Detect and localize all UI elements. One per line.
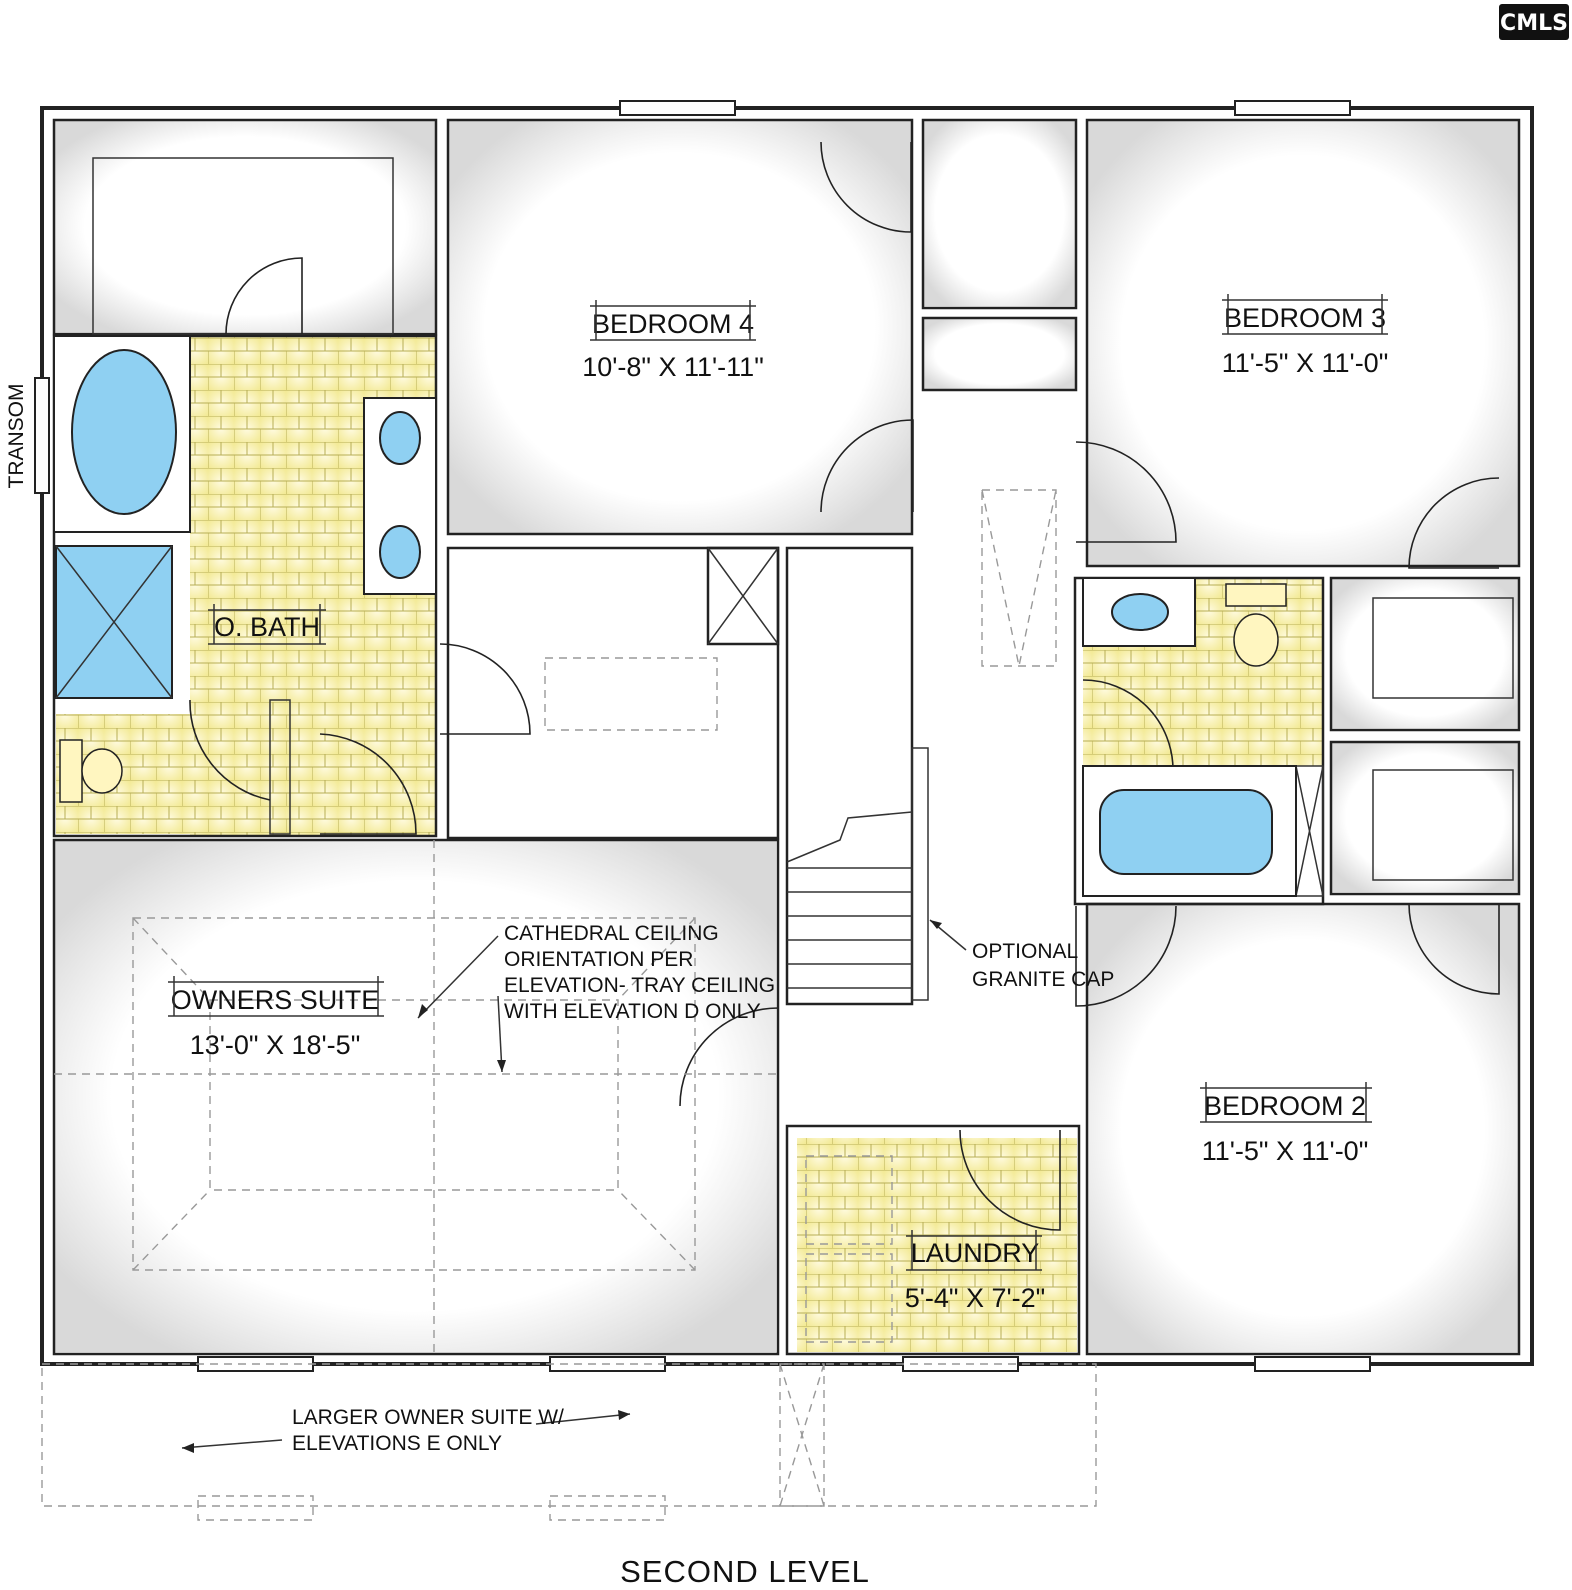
cathedral-note-4: WITH ELEVATION D ONLY [504,1000,761,1023]
level-title: SECOND LEVEL [620,1554,870,1589]
toilet-owner [81,748,123,794]
notes: TRANSOM CATHEDRAL CEILING ORIENTATION PE… [5,384,1114,1456]
laundry-name: LAUNDRY [911,1238,1040,1268]
leader-lines [181,919,967,1453]
granite-note-1: OPTIONAL [972,940,1078,963]
dashed-overlays [41,489,1097,1521]
logo-badge: CMLS [1499,4,1569,40]
logo-mark: CMLS [1500,11,1568,36]
room-labels: BEDROOM 4 10'-8" X 11'-11" BEDROOM 3 11'… [171,303,1389,1313]
laundry-dims: 5'-4" X 7'-2" [905,1283,1046,1313]
sink-hall [1111,593,1169,631]
door-swings [189,141,1500,1231]
toilet-hall [1233,613,1279,667]
label-brackets [168,294,1388,1271]
larger-suite-note-2: ELEVATIONS E ONLY [292,1432,502,1455]
transom-note: TRANSOM [5,384,28,489]
cathedral-note-2: ORIENTATION PER [504,948,693,971]
bedroom3-name: BEDROOM 3 [1224,303,1386,333]
sink-lower [379,525,421,579]
owners-suite-dims: 13'-0" X 18'-5" [190,1030,361,1060]
tub-oval [71,349,177,515]
cathedral-note-1: CATHEDRAL CEILING [504,922,719,945]
bedroom4-dims: 10'-8" X 11'-11" [582,352,764,382]
owner-bath-name: O. BATH [214,612,320,642]
tub-hall [1099,789,1273,875]
owners-suite-name: OWNERS SUITE [171,985,380,1015]
windows [34,100,1371,1372]
granite-note-2: GRANITE CAP [972,968,1114,991]
bedroom2-name: BEDROOM 2 [1204,1091,1366,1121]
sink-upper [379,411,421,465]
bedroom3-dims: 11'-5" X 11'-0" [1222,348,1389,378]
laundry-tile [797,1138,1077,1352]
bedroom4-name: BEDROOM 4 [592,309,754,339]
tile-floors [56,336,1323,1352]
bedroom2-dims: 11'-5" X 11'-0" [1202,1136,1369,1166]
cathedral-note-3: ELEVATION- TRAY CEILING [504,974,775,997]
fixtures [53,335,1297,897]
larger-suite-note-1: LARGER OWNER SUITE W/ [292,1406,564,1429]
logo-text: CMLS [1500,11,1568,36]
